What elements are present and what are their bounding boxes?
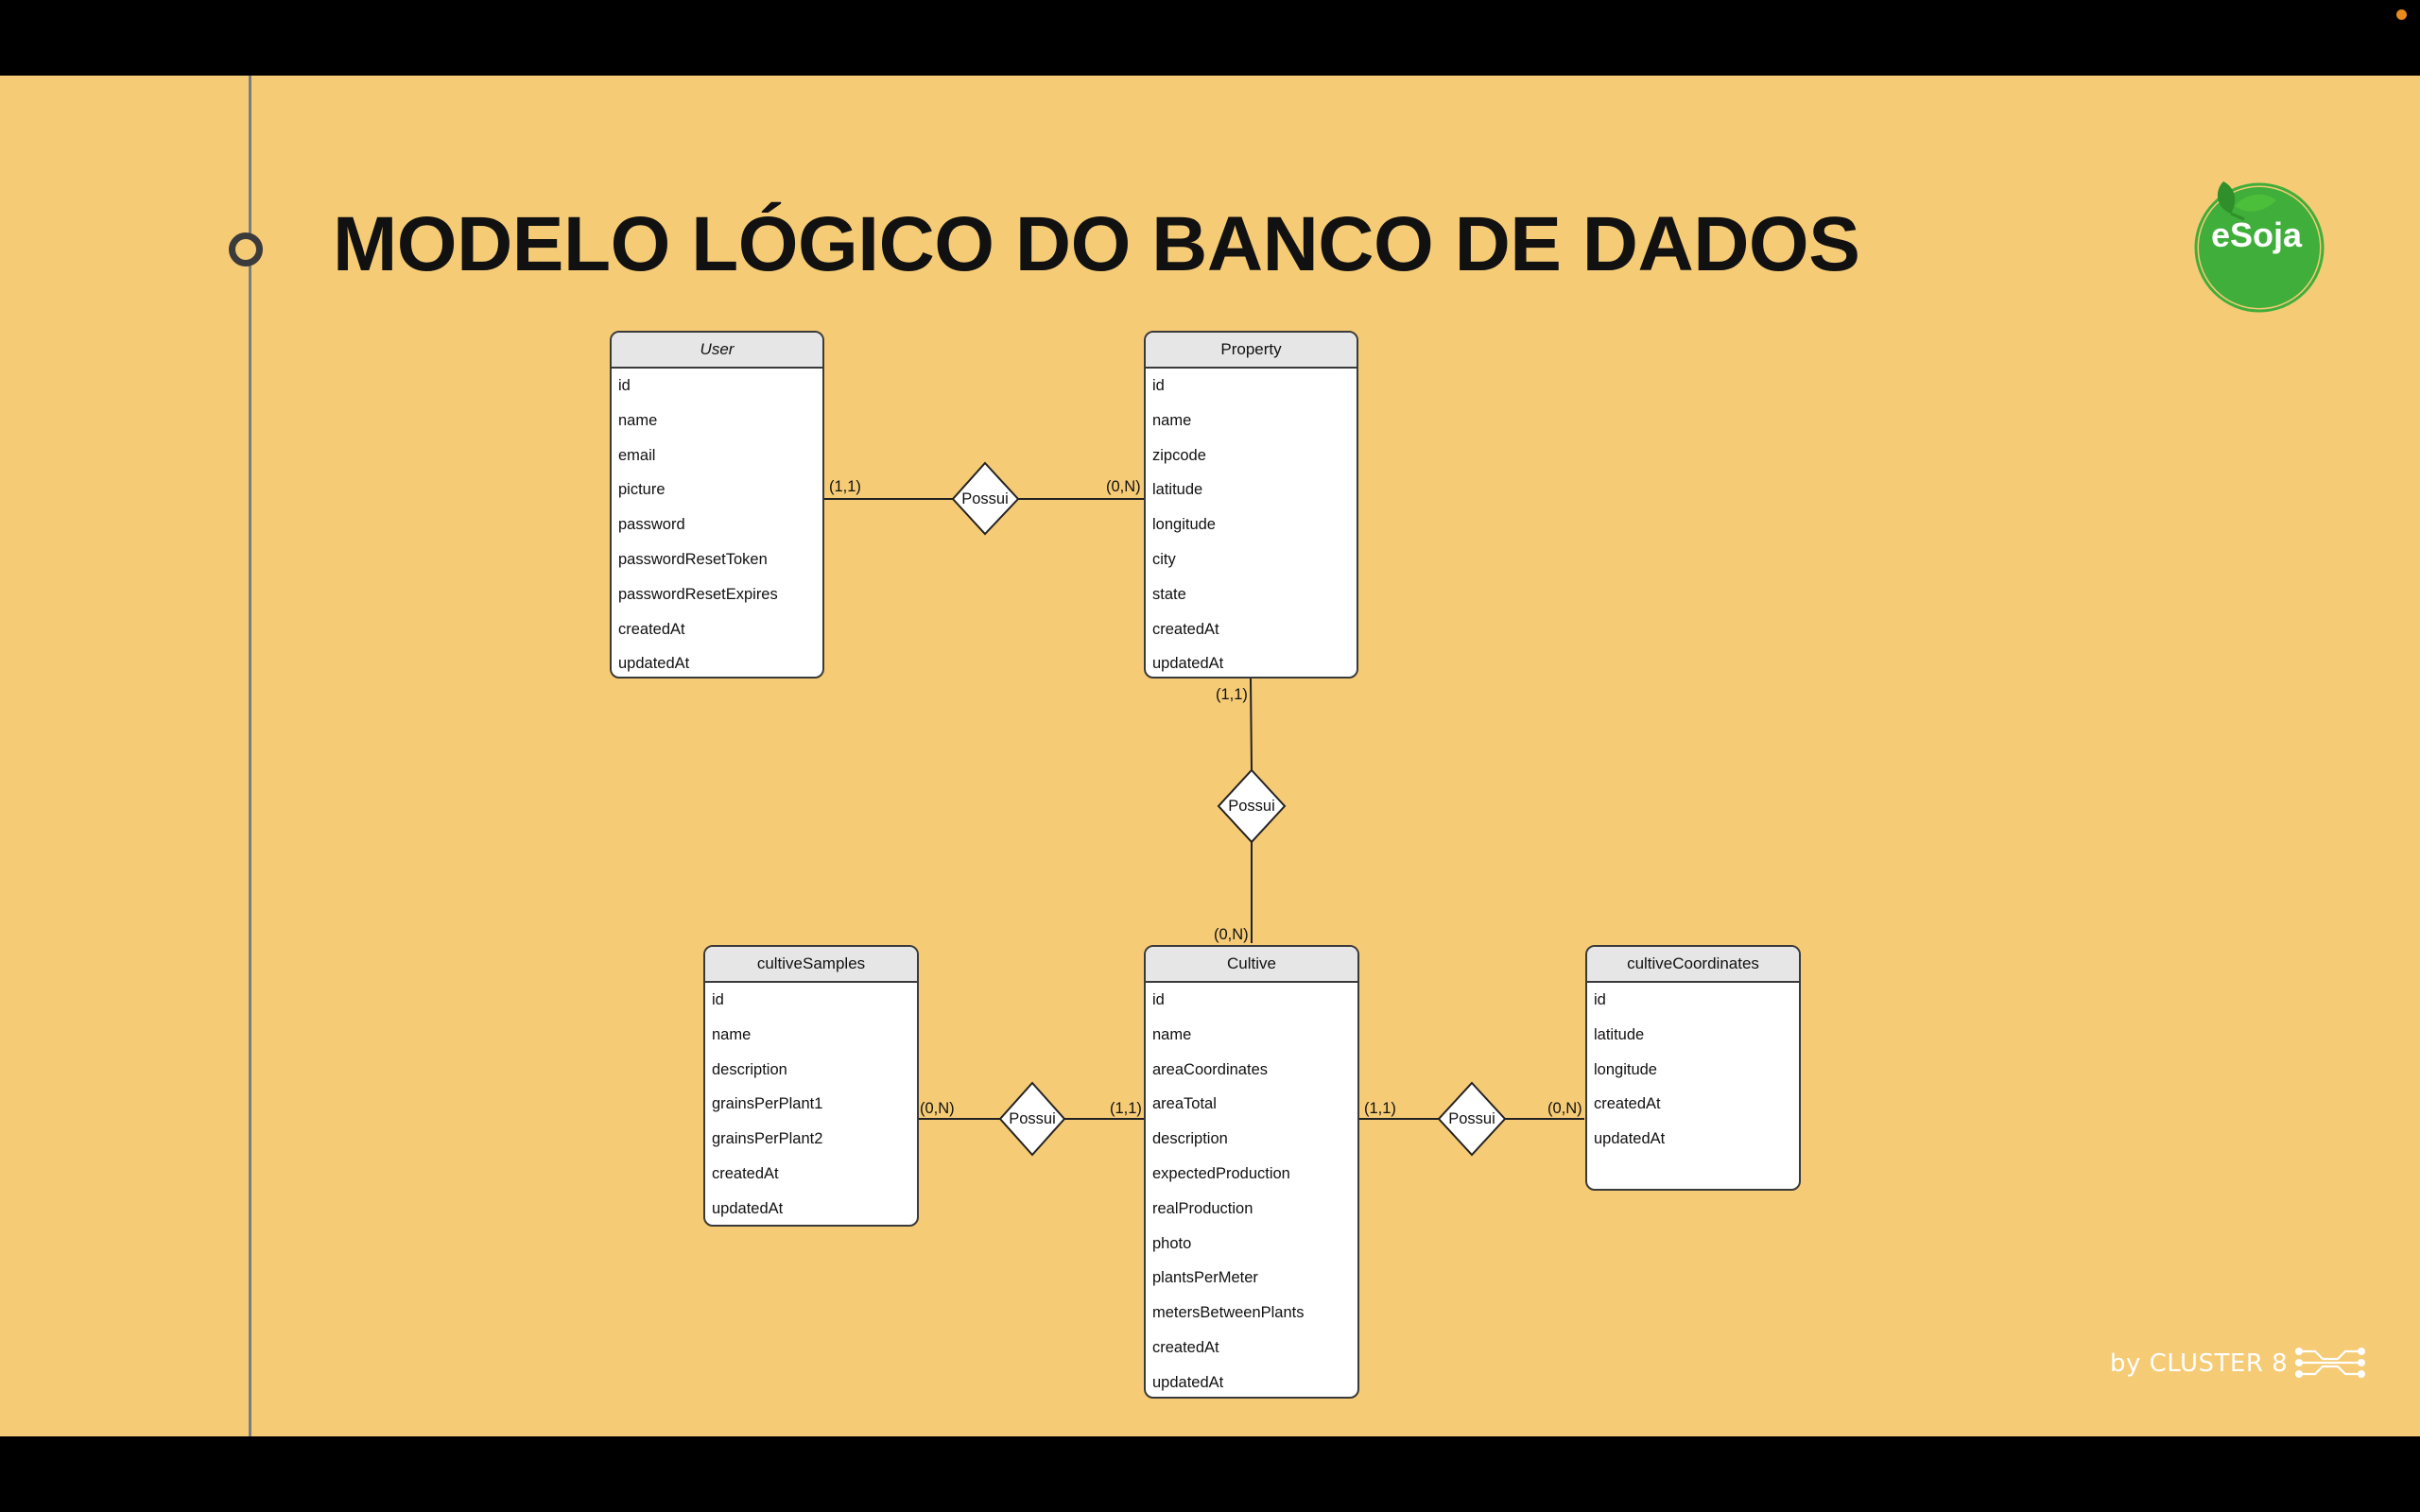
entity-property: Property id name zipcode latitude longit… [1144,331,1358,679]
entity-header: Property [1146,333,1357,369]
cardinality-user: (1,1) [829,478,861,495]
cardinality-samples: (0,N) [920,1100,955,1117]
relationship-diamond [951,461,1020,536]
entity-header: Cultive [1146,947,1357,983]
logo-text: eSoja [2210,215,2303,254]
cardinality-property: (0,N) [1106,478,1141,495]
brand-mark: by CLUSTER 8 [2110,1334,2375,1391]
attribute: description [1152,1130,1228,1148]
attribute: id [712,991,724,1008]
rel-label-cultive-coords: Possui [1448,1110,1495,1127]
recording-indicator [2396,9,2407,20]
attribute: realProduction [1152,1199,1253,1217]
entity-cultive-coordinates: cultiveCoordinates id latitude longitude… [1585,945,1801,1191]
attribute: updatedAt [1152,1373,1224,1391]
circuit-icon [2295,1348,2365,1378]
attribute: latitude [1594,1025,1645,1043]
attribute-list: id name zipcode latitude longitude city … [1146,369,1357,677]
attribute: createdAt [1594,1095,1661,1113]
slide-title: MODELO LÓGICO DO BANCO DE DADOS [333,201,1860,287]
entity-user: User id name email picture password pass… [610,331,824,679]
cardinality-property-cultive-bottom: (0,N) [1214,926,1249,943]
entity-header: cultiveCoordinates [1587,947,1799,983]
entity-cultive: Cultive id name areaCoordinates areaTota… [1144,945,1359,1399]
attribute: createdAt [712,1164,779,1182]
er-connectors [824,461,1584,1157]
entity-cultive-samples: cultiveSamples id name description grain… [703,945,919,1227]
attribute: zipcode [1152,446,1206,464]
attribute: id [618,377,631,394]
attribute: name [712,1025,752,1043]
attribute: createdAt [618,620,685,638]
attribute: areaTotal [1152,1095,1217,1113]
attribute: email [618,446,656,464]
cardinality-cultive-samples: (1,1) [1110,1100,1142,1117]
attribute: name [1152,411,1192,429]
cardinality-property-cultive-top: (1,1) [1216,686,1248,703]
attribute-list: id name areaCoordinates areaTotal descri… [1146,983,1357,1397]
attribute: expectedProduction [1152,1164,1290,1182]
attribute: description [712,1060,787,1078]
rel-label-user-property: Possui [961,490,1009,507]
entity-header: User [612,333,822,369]
cardinality-coords: (0,N) [1547,1100,1582,1117]
slide: MODELO LÓGICO DO BANCO DE DADOS eSoja by… [0,76,2420,1436]
attribute: password [618,516,685,534]
brand-text: by CLUSTER 8 [2110,1349,2289,1378]
timeline-marker [229,232,263,266]
attribute: name [1152,1025,1192,1043]
attribute: updatedAt [1152,655,1224,673]
attribute: longitude [1594,1060,1657,1078]
logo-ring-icon [2194,181,2325,313]
attribute: grainsPerPlant1 [712,1095,823,1113]
attribute: latitude [1152,481,1203,499]
cardinality-cultive-coords: (1,1) [1364,1100,1396,1117]
attribute: createdAt [1152,1338,1219,1356]
attribute: createdAt [1152,620,1219,638]
attribute: longitude [1152,516,1216,534]
attribute: id [1594,991,1606,1008]
esoja-logo: eSoja [2186,163,2327,314]
entity-header: cultiveSamples [705,947,917,983]
relationship-diamond [1217,768,1287,844]
attribute-list: id name description grainsPerPlant1 grai… [705,983,917,1225]
attribute: updatedAt [1594,1130,1666,1148]
rel-label-property-cultive: Possui [1228,798,1275,815]
relationship-diamond [1437,1081,1507,1157]
attribute: plantsPerMeter [1152,1269,1258,1287]
attribute: areaCoordinates [1152,1060,1268,1078]
rel-label-samples-cultive: Possui [1009,1110,1056,1127]
attribute: grainsPerPlant2 [712,1130,823,1148]
attribute: metersBetweenPlants [1152,1304,1305,1322]
attribute: picture [618,481,666,499]
relationship-diamond [998,1081,1066,1157]
attribute: name [618,411,658,429]
attribute-list: id latitude longitude createdAt updatedA… [1587,983,1799,1157]
attribute: updatedAt [712,1199,784,1217]
attribute-list: id name email picture password passwordR… [612,369,822,677]
timeline-line [249,76,251,1436]
attribute: updatedAt [618,655,690,673]
attribute: passwordResetExpires [618,585,778,603]
attribute: id [1152,377,1165,394]
attribute: passwordResetToken [618,550,768,568]
attribute: city [1152,550,1176,568]
attribute: state [1152,585,1186,603]
attribute: id [1152,991,1165,1008]
attribute: photo [1152,1234,1192,1252]
